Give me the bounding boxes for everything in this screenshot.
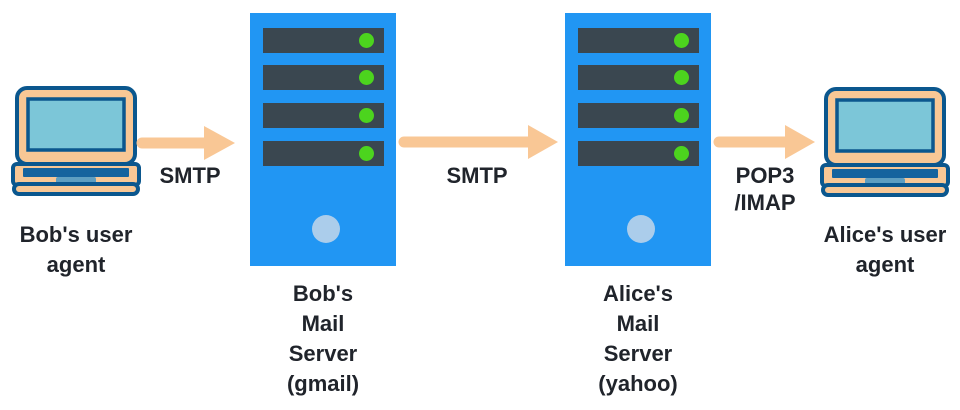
led-indicator	[359, 108, 374, 123]
bob-agent-label: Bob's user agent	[1, 220, 151, 280]
laptop-screen	[835, 98, 935, 153]
led-indicator	[359, 33, 374, 48]
server-slot	[263, 141, 384, 166]
protocol-label-smtp-2: SMTP	[435, 162, 519, 189]
server-icon	[250, 13, 396, 266]
arrow-head	[204, 126, 235, 160]
protocol-label-pop3-imap: POP3 /IMAP	[717, 162, 813, 216]
label-line: Server	[603, 341, 673, 366]
arrow-head	[528, 125, 558, 159]
server-slot	[263, 28, 384, 53]
laptop-icon	[11, 86, 141, 196]
label-line: Bob's user	[19, 222, 133, 247]
laptop-screen	[26, 97, 126, 152]
arrow-right-icon	[713, 125, 815, 159]
server-slot	[578, 103, 699, 128]
bob-server-label: Bob's Mail Server (gmail)	[258, 279, 388, 399]
led-indicator	[359, 70, 374, 85]
server-slot	[263, 103, 384, 128]
server-icon	[565, 13, 711, 266]
label-line: Mail	[301, 311, 345, 336]
laptop-base	[12, 182, 140, 196]
led-indicator	[674, 70, 689, 85]
label-line: Server	[288, 341, 358, 366]
laptop-keyboard	[23, 168, 129, 177]
server-slot	[578, 141, 699, 166]
server-slot	[578, 28, 699, 53]
label-line: agent	[46, 252, 106, 277]
label-line: /IMAP	[734, 190, 796, 215]
label-line: Bob's	[292, 281, 354, 306]
led-indicator	[674, 146, 689, 161]
label-line: agent	[855, 252, 915, 277]
laptop-icon	[820, 87, 950, 197]
label-line: Mail	[616, 311, 660, 336]
arrow-right-icon	[398, 125, 558, 159]
alice-agent-label: Alice's user agent	[813, 220, 957, 280]
led-indicator	[674, 108, 689, 123]
led-indicator	[359, 146, 374, 161]
laptop-keyboard	[832, 169, 938, 178]
label-line: Alice's	[602, 281, 674, 306]
label-line: (yahoo)	[598, 371, 678, 396]
protocol-label-smtp-1: SMTP	[148, 162, 232, 189]
label-line: (gmail)	[286, 371, 360, 396]
server-slot	[263, 65, 384, 90]
laptop-base	[821, 183, 949, 197]
label-line: SMTP	[446, 163, 508, 188]
server-slot	[578, 65, 699, 90]
label-line: SMTP	[159, 163, 221, 188]
alice-server-label: Alice's Mail Server (yahoo)	[573, 279, 703, 399]
arrow-right-icon	[136, 126, 235, 160]
led-indicator	[674, 33, 689, 48]
arrow-head	[785, 125, 815, 159]
label-line: Alice's user	[823, 222, 947, 247]
power-button-icon	[312, 215, 340, 243]
power-button-icon	[627, 215, 655, 243]
label-line: POP3	[735, 163, 795, 188]
